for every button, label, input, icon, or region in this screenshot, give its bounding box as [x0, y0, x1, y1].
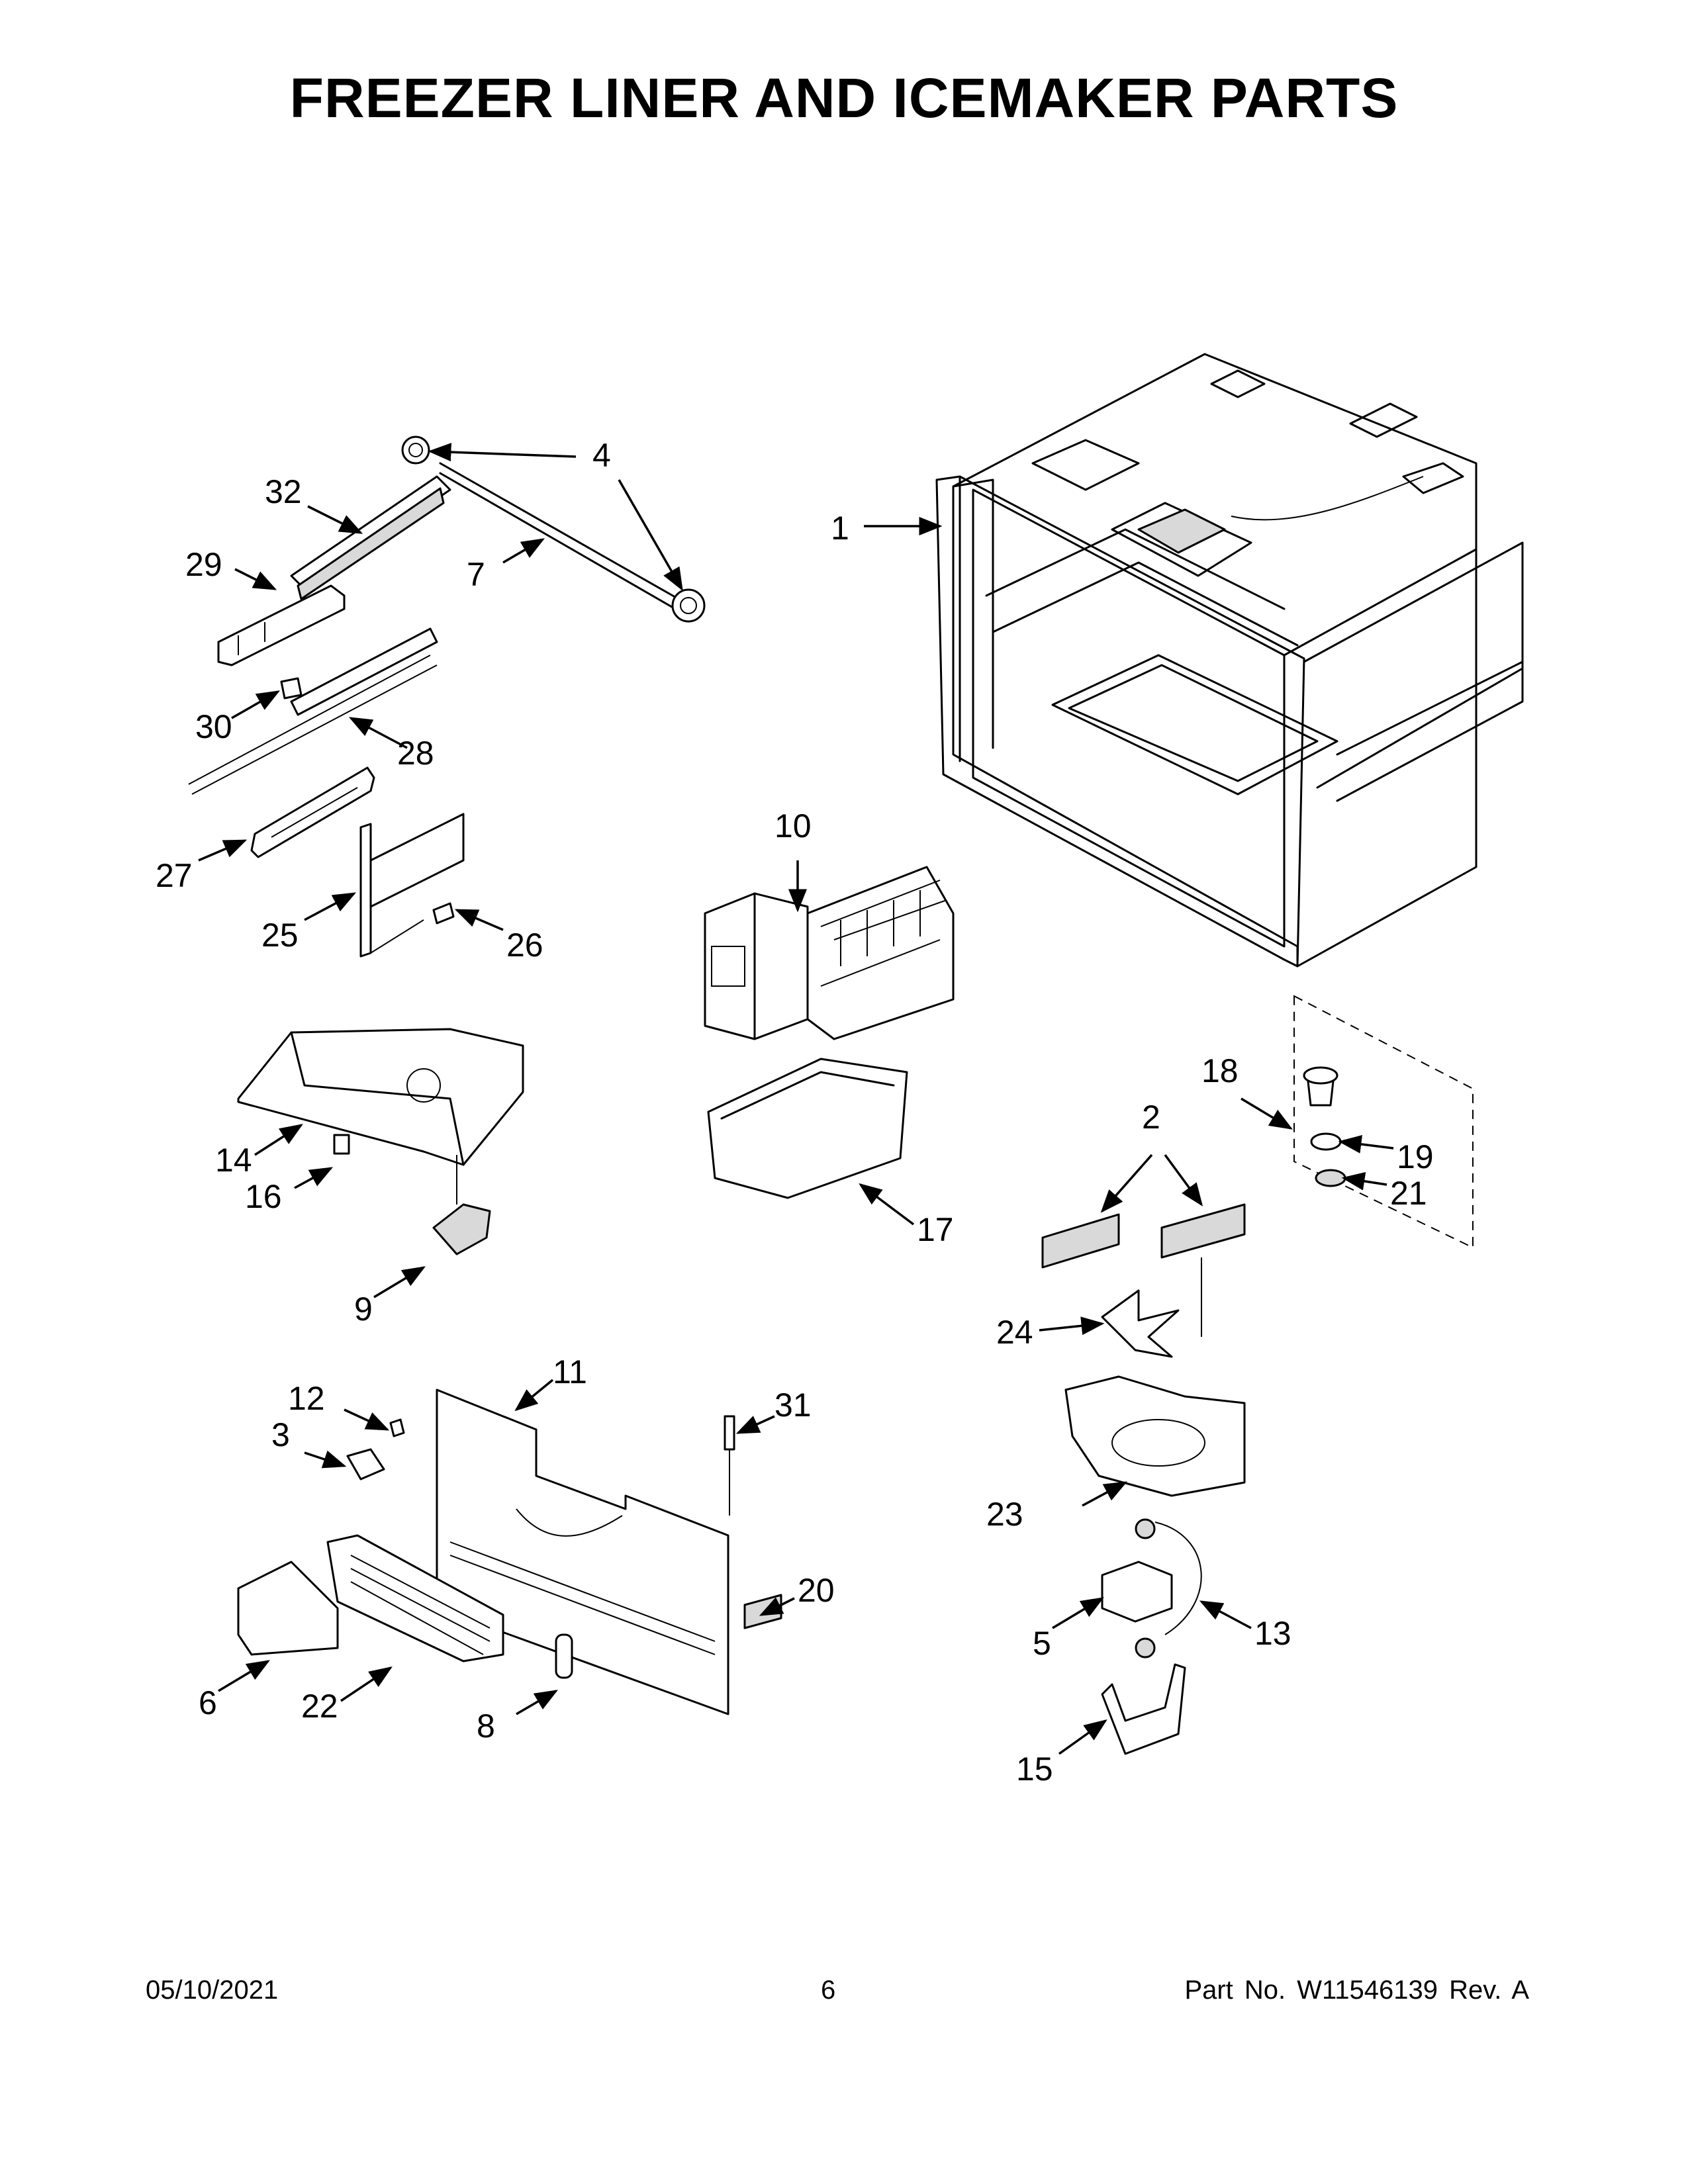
part-24-fan-blade	[1101, 1289, 1180, 1358]
callout-1: 1	[831, 510, 849, 547]
part-29-bracket	[217, 584, 346, 666]
callout-22: 22	[301, 1688, 338, 1725]
part-17-ice-bin	[707, 1058, 908, 1199]
callout-20: 20	[798, 1572, 835, 1609]
part-30-screw	[280, 677, 303, 700]
callout-26: 26	[506, 927, 543, 964]
part-28-slide	[188, 627, 438, 795]
callout-2: 2	[1142, 1099, 1160, 1136]
part-2-foam-blocks	[1041, 1203, 1246, 1337]
callout-28: 28	[397, 735, 434, 772]
part-20-foam-strip	[743, 1594, 782, 1629]
footer-date: 05/10/2021	[146, 1976, 279, 2005]
callout-25: 25	[261, 917, 299, 954]
callout-14: 14	[215, 1142, 252, 1179]
callout-7: 7	[467, 556, 485, 593]
part-1-freezer-liner	[935, 353, 1524, 968]
footer-page-number: 6	[821, 1976, 836, 2005]
callout-5: 5	[1033, 1625, 1051, 1662]
part-18-19-21-fittings	[1293, 995, 1474, 1249]
part-3-motor-mount	[346, 1448, 385, 1480]
part-14-ice-bucket-housing	[237, 1028, 524, 1166]
callout-31: 31	[774, 1387, 812, 1424]
callout-15: 15	[1016, 1751, 1053, 1788]
callout-4: 4	[592, 437, 611, 474]
callout-6: 6	[199, 1684, 217, 1721]
part-12-screw	[389, 1418, 405, 1437]
part-31-thermistor	[724, 1415, 735, 1516]
footer-part-number: Part No. W11546139 Rev. A	[1184, 1976, 1529, 2005]
callout-9: 9	[354, 1291, 373, 1328]
callout-labels: 1 2 3 4 5 6 7 8 9 10 11 12 13 14 15 16 1…	[156, 437, 1434, 1788]
part-16-clip	[333, 1134, 350, 1155]
part-26-screw	[432, 902, 455, 925]
part-8-bracket	[555, 1633, 573, 1679]
callout-23: 23	[986, 1496, 1023, 1533]
part-23-fan-shroud	[1064, 1375, 1246, 1497]
part-15-bracket	[1101, 1663, 1186, 1755]
callout-13: 13	[1254, 1615, 1291, 1652]
callout-10: 10	[774, 807, 812, 844]
callout-18: 18	[1201, 1052, 1239, 1089]
part-10-icemaker	[704, 866, 955, 1040]
part-11-rear-panel	[436, 1388, 729, 1715]
callout-24: 24	[996, 1314, 1033, 1351]
callout-29: 29	[185, 546, 222, 583]
callout-27: 27	[156, 857, 193, 894]
callout-leaders	[198, 443, 1394, 1755]
callout-3: 3	[271, 1416, 290, 1453]
callout-8: 8	[477, 1707, 495, 1745]
part-4-7-auger-shaft	[401, 435, 706, 623]
callout-11: 11	[553, 1353, 587, 1390]
callout-19: 19	[1397, 1138, 1434, 1175]
part-27-bracket	[250, 766, 375, 858]
part-22-grille	[326, 1534, 504, 1662]
part-5-fan-motor	[1101, 1518, 1173, 1659]
callout-16: 16	[245, 1178, 282, 1215]
part-13-wire-harness	[1154, 1522, 1202, 1635]
part-6-cover	[237, 1561, 339, 1656]
callout-21: 21	[1390, 1175, 1427, 1212]
callout-30: 30	[195, 708, 232, 745]
part-25-mount	[359, 813, 465, 958]
part-9-knob	[432, 1155, 491, 1255]
callout-32: 32	[265, 473, 302, 510]
page-title: FREEZER LINER AND ICEMAKER PARTS	[289, 67, 1399, 129]
part-32-rail	[290, 475, 451, 600]
callout-17: 17	[917, 1211, 954, 1248]
callout-12: 12	[288, 1380, 325, 1417]
